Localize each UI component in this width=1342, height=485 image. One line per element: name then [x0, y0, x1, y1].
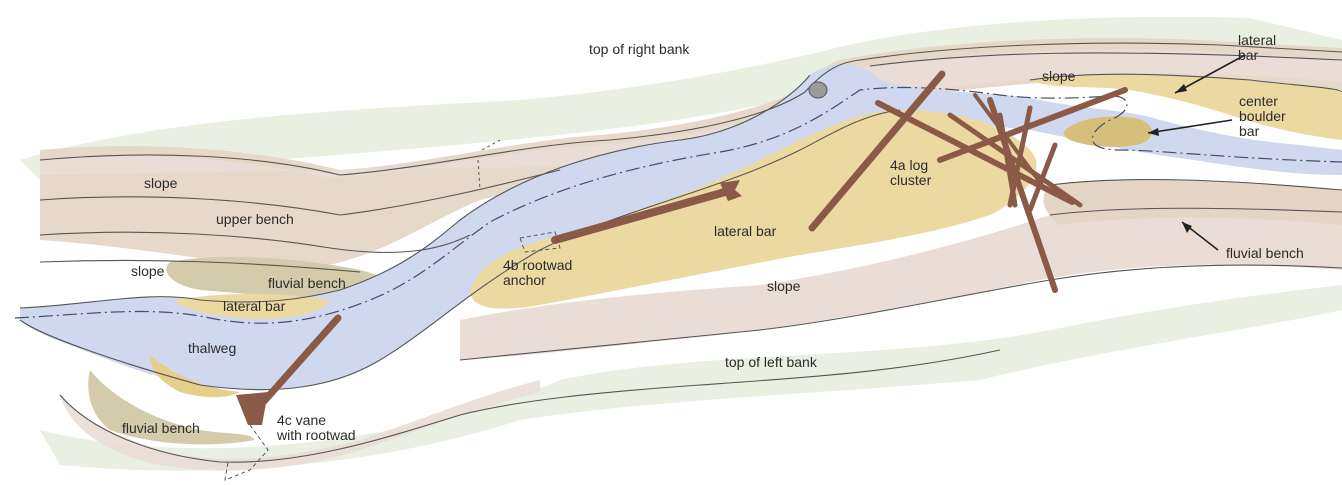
fluvial-bench-right-label: fluvial bench — [1226, 246, 1304, 261]
log-cluster-label: 4a log cluster — [890, 158, 931, 188]
rootwad-anchor-label: 4b rootwad anchor — [503, 258, 572, 288]
upper-bench-label: upper bench — [216, 212, 294, 227]
top-left-bank-label: top of left bank — [725, 355, 817, 370]
slope-left-lower-label: slope — [131, 264, 164, 279]
fluvial-bench-left-label: fluvial bench — [122, 421, 200, 436]
center-boulder-bar-label: center boulder bar — [1239, 94, 1286, 139]
boulder — [809, 82, 827, 98]
thalweg-label: thalweg — [188, 341, 236, 356]
vane-rootwad-label: 4c vane with rootwad — [277, 413, 356, 443]
fluvial-bench-mid-label: fluvial bench — [268, 276, 346, 291]
lateral-bar-center-label: lateral bar — [714, 224, 776, 239]
top-right-bank-label: top of right bank — [589, 42, 689, 57]
slope-right-top-label: slope — [1042, 69, 1075, 84]
lateral-bar-right-label: lateral bar — [1238, 33, 1276, 63]
slope-left-label: slope — [144, 176, 177, 191]
lateral-bar-left-label: lateral bar — [223, 299, 285, 314]
slope-right-bottom-label: slope — [767, 279, 800, 294]
